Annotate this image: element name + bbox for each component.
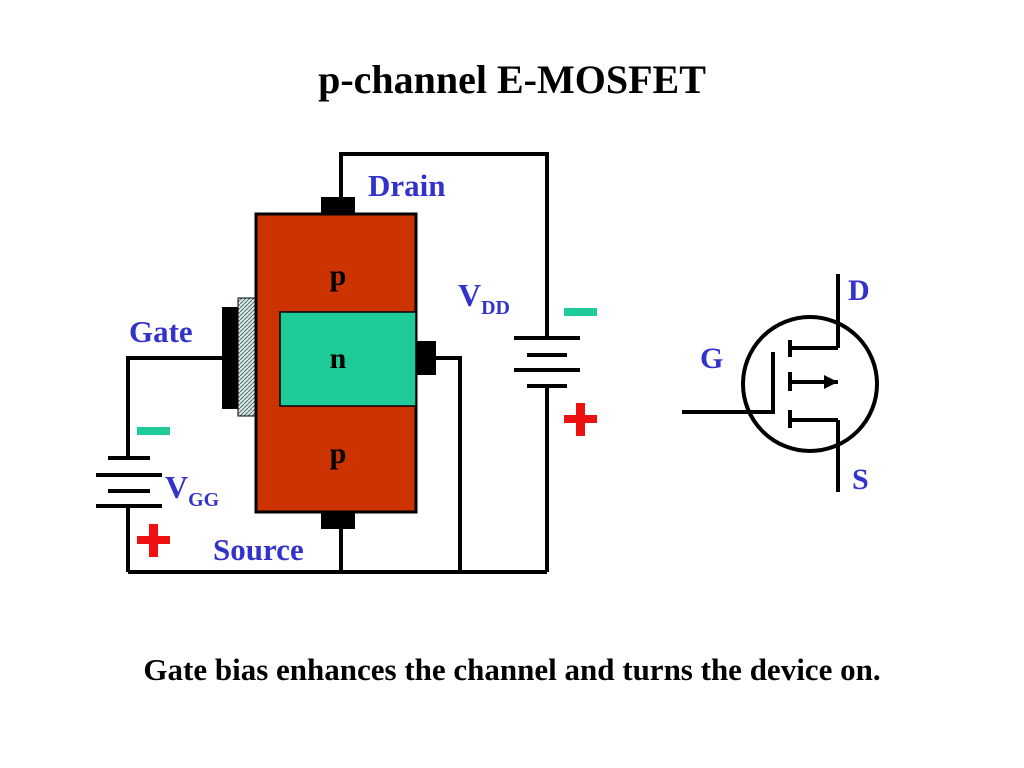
drain-contact (321, 197, 355, 214)
source-contact (321, 512, 355, 529)
caption: Gate bias enhances the channel and turns… (143, 652, 881, 687)
vgg-battery (96, 456, 162, 508)
gate-wire (126, 356, 222, 458)
vdd-label: VDD (458, 277, 510, 319)
region-label-bottom: p (330, 437, 347, 470)
symbol-drain-label: D (848, 274, 870, 307)
vgg-plus-sign (137, 524, 170, 557)
drain-wire (339, 152, 549, 338)
drain-label: Drain (368, 168, 446, 203)
vdd-battery (514, 336, 580, 388)
page-title: p-channel E-MOSFET (318, 57, 706, 102)
gate-contact (222, 307, 238, 409)
region-label-top: p (330, 259, 347, 292)
mosfet-symbol: D G S (682, 274, 879, 496)
symbol-source-label: S (852, 463, 869, 496)
symbol-gate-label: G (700, 342, 723, 375)
vgg-label: VGG (165, 469, 220, 511)
symbol-circle (741, 315, 879, 453)
circuit-wires (126, 152, 549, 574)
vdd-minus-sign (564, 308, 597, 316)
vdd-plus-sign (564, 403, 597, 436)
region-label-middle: n (330, 342, 347, 375)
substrate-wire (436, 356, 462, 572)
n-channel-region (279, 311, 417, 407)
source-label: Source (213, 532, 304, 567)
vgg-minus-sign (137, 427, 170, 435)
substrate-contact (417, 341, 436, 375)
gate-label: Gate (129, 314, 193, 349)
symbol-arrow-icon (824, 375, 838, 389)
gate-oxide (237, 297, 256, 417)
